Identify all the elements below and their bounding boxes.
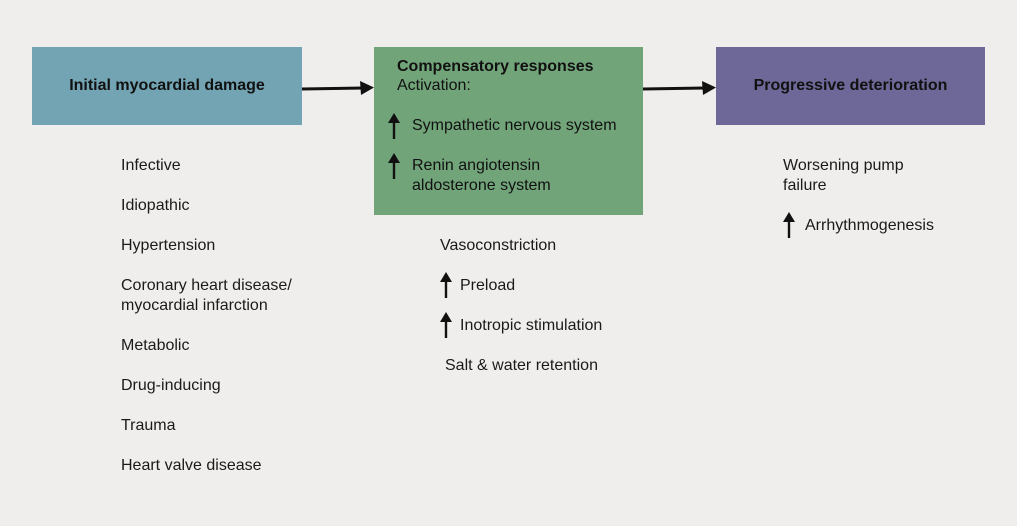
cause-item: Trauma [121,417,176,434]
outcome-item: Worsening pump failure [783,156,933,196]
initial-damage-title: Initial myocardial damage [69,77,265,94]
effect-item: Inotropic stimulation [440,312,602,338]
effect-item-text: Inotropic stimulation [460,317,603,334]
cause-item: Heart valve disease [121,457,262,474]
effect-item-text: Vasoconstriction [440,237,557,254]
effect-item: Salt & water retention [445,356,598,376]
up-arrow-icon [388,113,400,139]
cause-item: Idiopathic [121,197,190,214]
outcome-item-text: Worsening pump failure [783,157,904,194]
up-arrow-icon [440,312,452,338]
outcome-item: Arrhythmogenesis [783,212,934,238]
effect-item-text: Preload [460,277,516,294]
compensatory-item: Sympathetic nervous system [388,113,617,139]
up-arrow-icon [440,272,452,298]
effect-item-text: Salt & water retention [445,357,598,374]
compensatory-subtitle: Activation: [397,77,471,94]
compensatory-title: Compensatory responses [397,58,594,75]
progressive-title: Progressive deterioration [753,77,948,94]
effect-item: Preload [440,272,515,298]
compensatory-item: Renin angiotensin aldosterone system [388,153,618,196]
cause-item: Metabolic [121,337,190,354]
up-arrow-icon [388,153,400,179]
initial-damage-box: Initial myocardial damage [32,47,302,125]
outcome-item-text: Arrhythmogenesis [805,217,934,234]
effect-item: Vasoconstriction [440,236,556,256]
compensatory-item-text: Renin angiotensin aldosterone system [412,157,551,194]
cause-item: Hypertension [121,237,216,254]
progressive-deterioration-box: Progressive deterioration [716,47,985,125]
up-arrow-icon [783,212,795,238]
compensatory-item-text: Sympathetic nervous system [412,117,617,134]
cause-item: Coronary heart disease/ myocardial infar… [121,277,292,314]
arrow-initial-to-compensatory [302,81,374,95]
cause-item: Infective [121,157,181,174]
compensatory-responses-box: Compensatory responses Activation: Sympa… [374,47,643,215]
cause-item: Drug-inducing [121,377,221,394]
arrow-compensatory-to-progressive [643,81,716,95]
